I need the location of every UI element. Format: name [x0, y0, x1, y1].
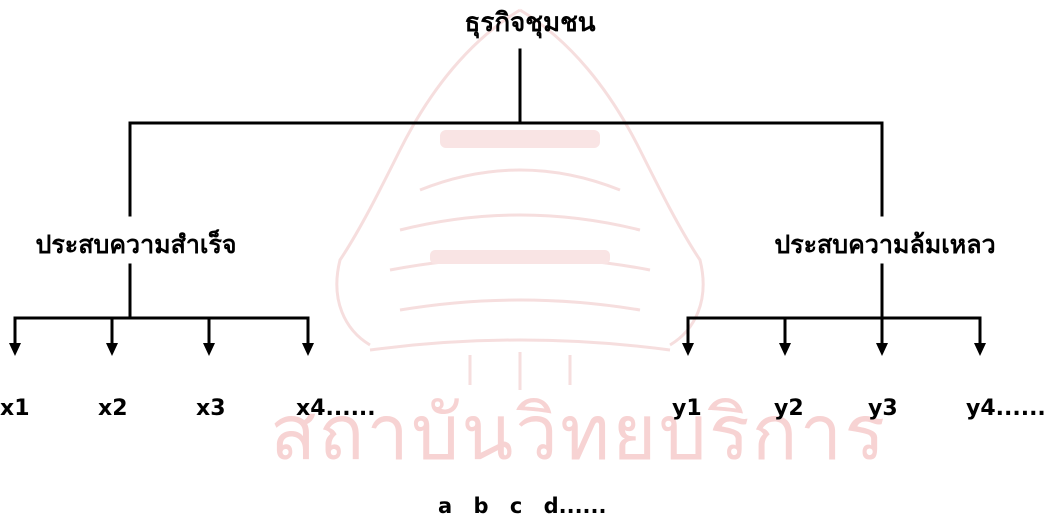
leaf-x3: x3 — [196, 396, 226, 421]
arrow-down-icon — [682, 343, 694, 356]
branch-success-label: ประสบความสำเร็จ — [35, 230, 237, 259]
root-node-label: ธุรกิจชุมชน — [464, 8, 596, 38]
arrow-down-icon — [302, 343, 314, 356]
leaf-y4: y4...... — [966, 396, 1046, 421]
leaf-x2: x2 — [98, 396, 128, 421]
arrow-down-icon — [203, 343, 215, 356]
arrow-down-icon — [9, 343, 21, 356]
arrow-down-icon — [876, 343, 888, 356]
arrow-down-icon — [974, 343, 986, 356]
leaf-y3: y3 — [868, 396, 898, 421]
branch-failure-label: ประสบความล้มเหลว — [774, 230, 996, 259]
leaf-x4: x4...... — [296, 396, 376, 421]
leaf-x1: x1 — [0, 396, 30, 421]
leaf-y2: y2 — [774, 396, 804, 421]
footer-sequence: a b c d...... — [438, 494, 607, 518]
arrow-down-icon — [106, 343, 118, 356]
arrow-down-icon — [779, 343, 791, 356]
leaf-y1: y1 — [672, 396, 702, 421]
